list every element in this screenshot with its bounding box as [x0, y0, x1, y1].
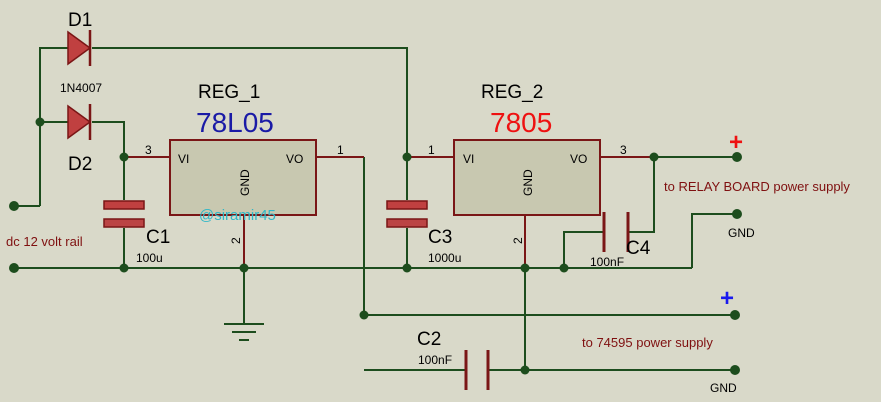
reg1-pin-gnd: GND: [238, 169, 252, 196]
c3-ref: C3: [428, 227, 452, 248]
wire-d1-to-reg2: [92, 47, 408, 157]
terminals: [9, 152, 742, 375]
reg1-value: 78L05: [196, 107, 274, 138]
terminal-input-gnd: [9, 263, 19, 273]
ic-supply-label: to 74595 power supply: [582, 335, 713, 350]
reg2-pin-gnd-num: 2: [511, 237, 525, 244]
c3-value: 1000u: [428, 251, 461, 265]
c1-value: 100u: [136, 251, 163, 265]
input-label: dc 12 volt rail: [6, 234, 83, 249]
c2-ref: C2: [417, 329, 441, 350]
leads: [124, 156, 654, 268]
d2-ref: D2: [68, 154, 92, 175]
reg2-value: 7805: [490, 107, 552, 138]
reg1-pin-out-num: 1: [337, 143, 344, 157]
terminal-relay-gnd: [732, 209, 742, 219]
reg2-pin-vo: VO: [570, 152, 587, 166]
d1-part: 1N4007: [60, 81, 102, 95]
gnd-label-top: GND: [728, 226, 755, 240]
reg2-pin-vi: VI: [463, 152, 474, 166]
d1-ref: D1: [68, 10, 92, 31]
c4-ref: C4: [626, 238, 651, 259]
diode-d1: [67, 30, 92, 66]
wire-d2-to-reg1: [92, 121, 125, 157]
reg2-pin-out-num: 3: [620, 143, 627, 157]
capacitor-c2: [464, 350, 490, 390]
terminal-ic-gnd: [730, 365, 740, 375]
plus-sign-relay: +: [729, 129, 743, 156]
reg1-pin-gnd-num: 2: [229, 237, 243, 244]
reg1-pin-in-num: 3: [145, 143, 152, 157]
watermark: @siramir45: [199, 207, 276, 224]
capacitor-c1: [103, 200, 145, 228]
ground-symbol: [224, 318, 264, 341]
wire-c4-right: [628, 157, 655, 233]
wire-input-to-d1: [39, 47, 68, 206]
terminal-relay-pos: [732, 152, 742, 162]
junctions: [35, 117, 659, 375]
reg2-ref: REG_2: [481, 82, 543, 103]
gnd-label-bottom: GND: [710, 381, 737, 395]
wire-c4-left: [563, 231, 604, 268]
diode-d2: [67, 104, 92, 140]
terminal-ic-pos: [730, 310, 740, 320]
c1-ref: C1: [146, 227, 170, 248]
terminal-input-pos: [9, 201, 19, 211]
capacitor-c4: [602, 212, 630, 252]
c2-value: 100nF: [418, 353, 452, 367]
regulator-reg2-body: [453, 139, 601, 216]
reg2-pin-gnd: GND: [521, 169, 535, 196]
c4-value: 100nF: [590, 255, 624, 269]
reg1-pin-vo: VO: [286, 152, 303, 166]
reg1-ref: REG_1: [198, 82, 260, 103]
plus-sign-ic: +: [720, 285, 734, 312]
reg1-pin-vi: VI: [178, 152, 189, 166]
wire-relay-gnd: [691, 213, 737, 268]
reg2-pin-in-num: 1: [428, 143, 435, 157]
regulator-reg1-body: [169, 139, 317, 216]
capacitor-c3: [386, 200, 428, 228]
relay-supply-label: to RELAY BOARD power supply: [664, 179, 850, 194]
